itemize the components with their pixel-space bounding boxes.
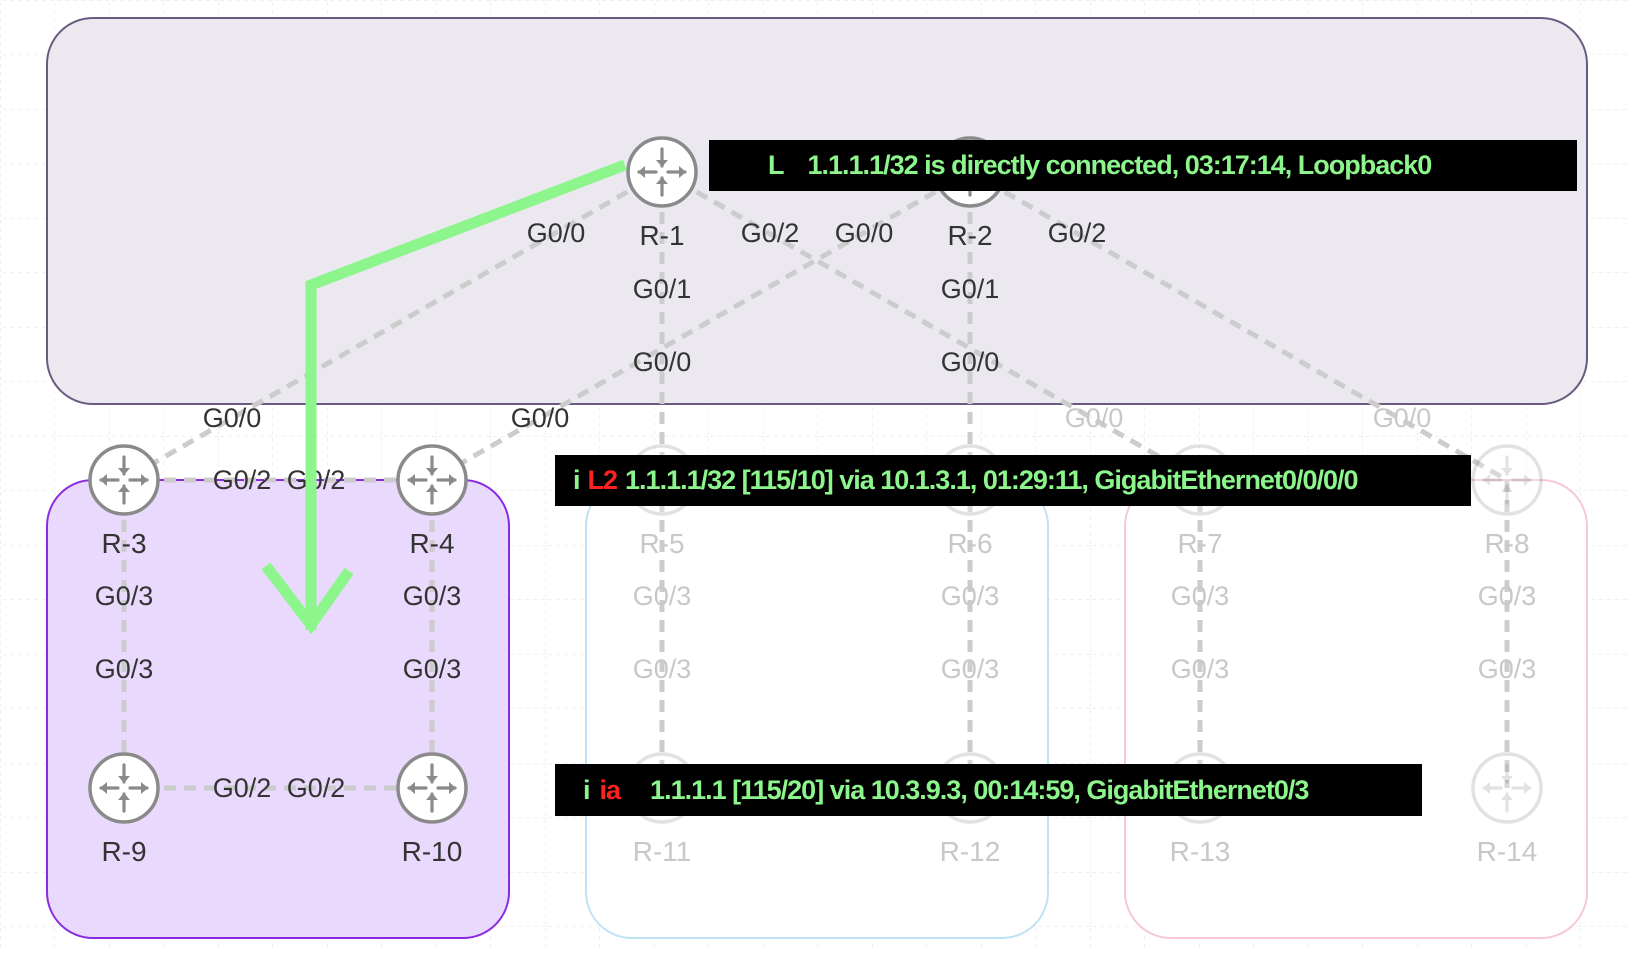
router-label: R-5	[639, 528, 684, 559]
interface-label: G0/2	[287, 773, 346, 803]
router-icon[interactable]	[88, 752, 160, 824]
interface-label: G0/3	[633, 654, 692, 684]
router-label: R-14	[1477, 836, 1538, 867]
router-labels: R-1 R-2 R-3 R-4 R-9 R-10 R-5 R-6 R-7 R-8…	[101, 220, 1537, 867]
link-r1-r3	[122, 169, 664, 483]
interface-label: G0/3	[95, 654, 154, 684]
interface-label: G0/3	[941, 654, 1000, 684]
router-icon[interactable]	[396, 444, 468, 516]
interface-label: G0/3	[941, 581, 1000, 611]
router-label: R-12	[940, 836, 1001, 867]
route-banner-level2: i L2 1.1.1.1/32 [115/10] via 10.1.3.1, 0…	[555, 455, 1471, 506]
interface-label: G0/3	[1478, 654, 1537, 684]
router-icon[interactable]	[1471, 444, 1543, 516]
interface-label: G0/3	[95, 581, 154, 611]
route-code: L	[768, 150, 784, 180]
router-label: R-1	[639, 220, 684, 251]
interface-label: G0/3	[1171, 654, 1230, 684]
interface-label: G0/3	[403, 581, 462, 611]
link-r2-r8	[968, 169, 1509, 483]
interface-label: G0/3	[1478, 581, 1537, 611]
link-r1-r7	[660, 169, 1202, 483]
router-label: R-11	[633, 836, 692, 867]
interface-label: G0/0	[1065, 403, 1124, 433]
route-text: 1.1.1.1/32 is directly connected, 03:17:…	[807, 150, 1433, 180]
interface-label: G0/2	[213, 465, 272, 495]
interface-label: G0/2	[741, 218, 800, 248]
router-icon[interactable]	[396, 752, 468, 824]
router-label: R-13	[1170, 836, 1231, 867]
interface-label: G0/3	[1171, 581, 1230, 611]
interface-label: G0/0	[1373, 403, 1432, 433]
route-banner-interarea: i ia 1.1.1.1 [115/20] via 10.3.9.3, 00:1…	[555, 764, 1422, 816]
route-path-arrow	[261, 159, 627, 635]
interface-label: G0/1	[633, 274, 692, 304]
interface-label: G0/3	[633, 581, 692, 611]
interface-label: G0/0	[511, 403, 570, 433]
router-label: R-10	[402, 836, 463, 867]
interface-labels: G0/0 G0/2 G0/0 G0/2 G0/1 G0/1 G0/0 G0/0 …	[95, 218, 1537, 803]
interface-label: G0/0	[633, 347, 692, 377]
route-subtype: L2	[587, 465, 618, 495]
router-label: R-9	[101, 836, 146, 867]
router-label: R-2	[947, 220, 992, 251]
route-text: 1.1.1.1/32 [115/10] via 10.1.3.1, 01:29:…	[625, 465, 1358, 495]
interface-label: G0/0	[527, 218, 586, 248]
route-text: 1.1.1.1 [115/20] via 10.3.9.3, 00:14:59,…	[650, 774, 1309, 805]
router-icon[interactable]	[626, 136, 698, 208]
interface-label: G0/2	[1048, 218, 1107, 248]
router-label: R-6	[947, 528, 992, 559]
router-icon[interactable]	[1471, 752, 1543, 824]
area-core	[46, 17, 1588, 405]
route-subtype: ia	[599, 774, 622, 805]
route-code: i	[573, 465, 580, 495]
router-icon[interactable]	[88, 444, 160, 516]
interface-label: G0/2	[213, 773, 272, 803]
interface-label: G0/0	[203, 403, 262, 433]
area-purple	[46, 479, 510, 939]
router-label: R-3	[101, 528, 146, 559]
interface-label: G0/1	[941, 274, 1000, 304]
router-label: R-4	[409, 528, 454, 559]
route-code: i	[583, 774, 590, 805]
links	[121, 169, 1510, 791]
route-banner-local: L 1.1.1.1/32 is directly connected, 03:1…	[709, 140, 1577, 191]
interface-label: G0/3	[403, 654, 462, 684]
router-label: R-8	[1484, 528, 1529, 559]
interface-label: G0/0	[941, 347, 1000, 377]
interface-label: G0/0	[835, 218, 894, 248]
router-label: R-7	[1177, 528, 1222, 559]
link-r2-r4	[430, 169, 972, 483]
